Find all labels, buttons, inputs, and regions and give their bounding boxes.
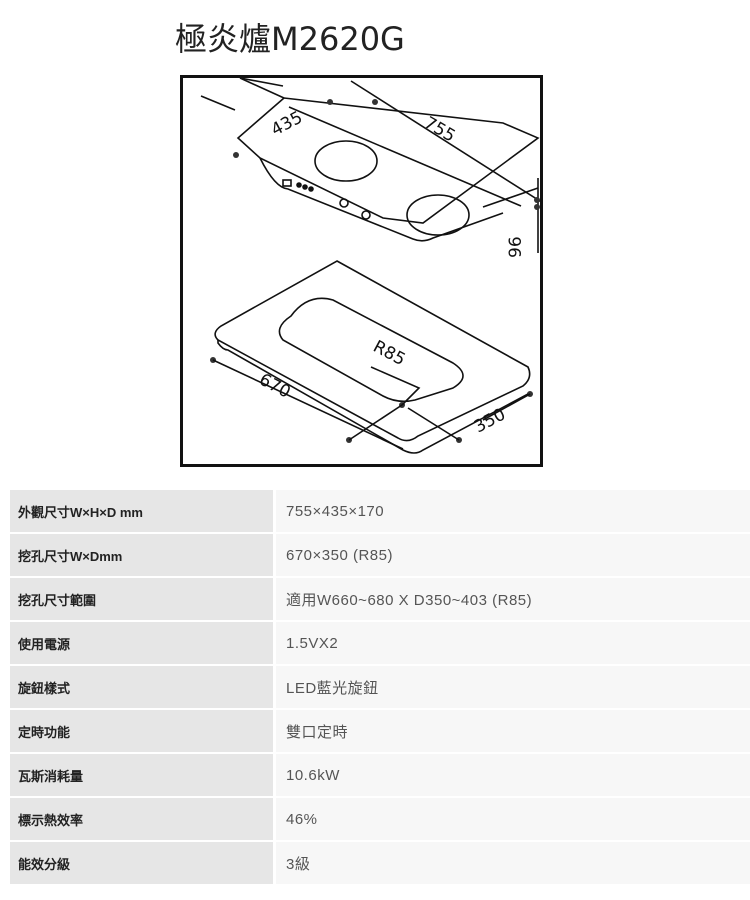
spec-value: LED藍光旋鈕 (276, 666, 750, 708)
spec-label: 使用電源 (10, 622, 273, 664)
spec-value: 670×350 (R85) (276, 534, 750, 576)
spec-label: 挖孔尺寸範圍 (10, 578, 273, 620)
countertop-outline (212, 260, 531, 454)
dimension-drawing: 435 755 96 R85 670 350 (180, 75, 543, 467)
display-panel-icon (282, 179, 292, 187)
knob-right (361, 210, 371, 220)
knob-left (339, 198, 349, 208)
spec-value: 雙口定時 (276, 710, 750, 752)
dim-radius-label: R85 (370, 337, 409, 370)
spec-label: 瓦斯消耗量 (10, 754, 273, 796)
spec-value: 10.6kW (276, 754, 750, 796)
spec-label: 能效分級 (10, 842, 273, 884)
burner-right (406, 194, 470, 236)
spec-value: 46% (276, 798, 750, 840)
spec-value: 755×435×170 (276, 490, 750, 532)
spec-label: 標示熱效率 (10, 798, 273, 840)
spec-value: 1.5VX2 (276, 622, 750, 664)
hob-outline (200, 78, 540, 253)
table-row: 定時功能雙口定時 (10, 710, 750, 752)
table-row: 挖孔尺寸範圍適用W660~680 X D350~403 (R85) (10, 578, 750, 620)
dim-cut-width-label: 670 (256, 370, 294, 403)
spec-value: 適用W660~680 X D350~403 (R85) (276, 578, 750, 620)
dim-height-label: 96 (506, 236, 526, 258)
spec-label: 旋鈕樣式 (10, 666, 273, 708)
spec-label: 定時功能 (10, 710, 273, 752)
spec-label: 挖孔尺寸W×Dmm (10, 534, 273, 576)
spec-label: 外觀尺寸W×H×D mm (10, 490, 273, 532)
spec-value: 3級 (276, 842, 750, 884)
page-title: 極炎爐M2620G (175, 20, 405, 58)
burner-left (314, 140, 378, 182)
